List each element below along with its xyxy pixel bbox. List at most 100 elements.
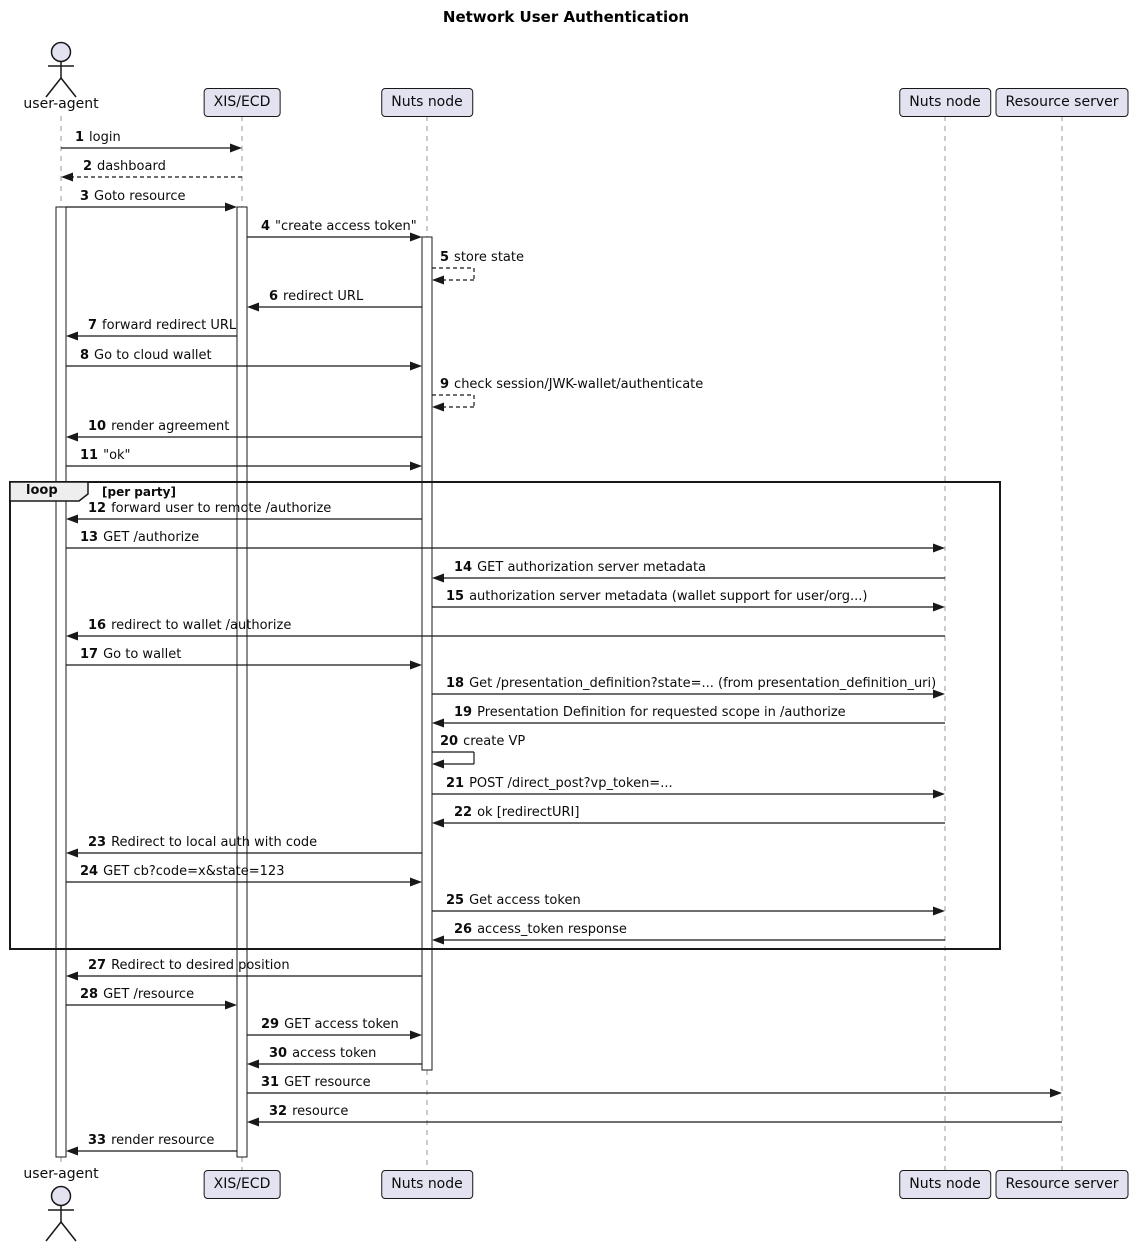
actor-figure-bottom [45,1185,77,1242]
message-text: render resource [111,1133,215,1148]
arrowhead [410,660,422,670]
message-text: Get access token [469,893,581,908]
arrowhead [432,573,444,583]
message-number: 2 [83,159,93,174]
arrowhead [230,143,242,153]
message-text: store state [454,250,524,265]
message-label: 11"ok" [80,447,131,464]
arrowhead [66,631,78,641]
message-text: Redirect to desired position [111,958,290,973]
message-arrow [66,514,422,524]
message-number: 1 [75,130,85,145]
message-arrow [432,718,945,728]
message-number: 21 [446,776,465,791]
participant-box-xis-ecd-top: XIS/ECD [203,88,281,117]
message-label: 4"create access token" [261,218,417,235]
loop-keyword: loop [26,483,58,498]
message-text: Go to wallet [103,647,182,662]
message-number: 29 [261,1017,280,1032]
arrowhead [933,602,945,612]
loop-condition: [per party] [102,485,176,499]
arrowhead [247,1117,259,1127]
message-label: 21 POST /direct_post?vp_token=... [446,775,673,792]
message-number: 31 [261,1075,280,1090]
actor-head [50,1185,72,1207]
actor-leg [60,1221,77,1242]
message-label: 5 store state [440,249,524,266]
message-text: POST /direct_post?vp_token=... [469,776,673,791]
arrowhead [225,202,237,212]
arrowhead [410,1030,422,1040]
message-arrow [66,543,945,553]
arrowhead [66,848,78,858]
message-number: 3 [80,189,90,204]
message-text: ok [redirectURI] [477,805,580,820]
message-number: 14 [454,560,473,575]
participant-box-nuts-node-2-bottom: Nuts node [899,1170,991,1199]
arrowhead [61,172,73,182]
message-label: 14 GET authorization server metadata [454,559,706,576]
message-arrow [432,267,475,285]
message-arrow [66,1146,237,1156]
message-arrow [432,602,945,612]
message-arrow [66,877,422,887]
actor-leg [60,77,77,98]
message-number: 9 [440,377,450,392]
message-text: Go to cloud wallet [94,348,212,363]
message-arrow [66,631,945,641]
message-arrow [66,432,422,442]
message-number: 22 [454,805,473,820]
message-label: 8 Go to cloud wallet [80,347,212,364]
message-number: 16 [88,618,107,633]
message-arrow [432,689,945,699]
message-text: GET authorization server metadata [477,560,707,575]
message-number: 4 [261,219,271,234]
message-arrow [66,848,422,858]
message-number: 24 [80,864,99,879]
arrowhead [933,543,945,553]
message-text: redirect to wallet /authorize [111,618,292,633]
participant-box-nuts-node-1-bottom: Nuts node [381,1170,473,1199]
message-arrow [61,172,242,182]
arrowhead [410,361,422,371]
message-text: GET cb?code=x&state=123 [103,864,285,879]
arrowhead [66,971,78,981]
actor-label-top: user-agent [23,96,99,112]
message-number: 19 [454,705,473,720]
message-arrow [66,971,422,981]
message-arrow [432,789,945,799]
message-text: Presentation Definition for requested sc… [477,705,846,720]
message-number: 26 [454,922,473,937]
arrowhead [66,331,78,341]
arrowhead [66,514,78,524]
activation-bar [421,236,433,1071]
message-label: 22 ok [redirectURI] [454,804,579,821]
message-text: authorization server metadata (wallet su… [469,589,868,604]
message-arrow [66,461,422,471]
message-arrow [247,302,422,312]
message-number: 20 [440,734,459,749]
message-number: 27 [88,958,107,973]
arrowhead [432,818,444,828]
message-text: access token [292,1046,377,1061]
participant-box-xis-ecd-bottom: XIS/ECD [203,1170,281,1199]
message-number: 5 [440,250,450,265]
message-number: 8 [80,348,90,363]
message-arrow [432,751,475,769]
